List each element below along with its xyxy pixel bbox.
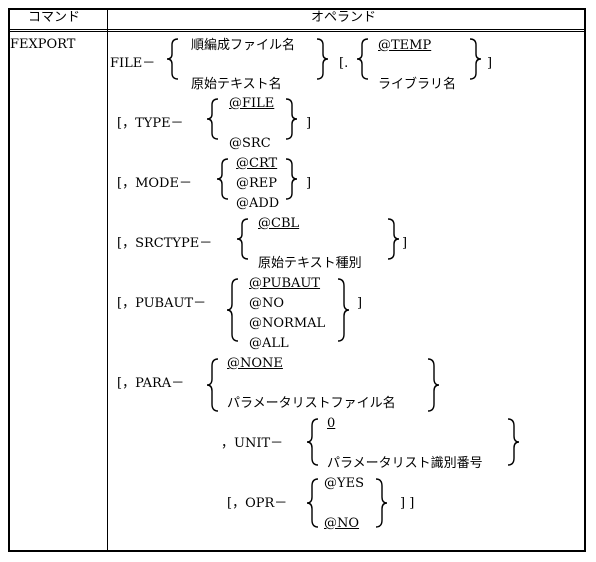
opr-label: [，OPR－ xyxy=(227,496,288,511)
unit-parameter-list-id: パラメータリスト識別番号 xyxy=(327,456,483,471)
mode-add: @ADD xyxy=(236,196,280,211)
command-name: FEXPORT xyxy=(10,37,76,52)
type-left-brace xyxy=(206,98,219,140)
type-src: @SRC xyxy=(229,136,271,151)
opr-yes: @YES xyxy=(324,476,364,491)
type-default: @FILE xyxy=(229,96,275,111)
opr-left-brace xyxy=(306,478,319,528)
file-option-source-text: 原始テキスト名 xyxy=(191,77,282,92)
para-parameter-list-file: パラメータリストファイル名 xyxy=(227,396,396,411)
syntax-table xyxy=(8,8,586,552)
opr-default-no: @NO xyxy=(324,516,360,531)
para-label: [，PARA－ xyxy=(117,376,185,391)
pubaut-default: @PUBAUT xyxy=(249,276,321,291)
mode-rep: @REP xyxy=(236,176,278,191)
para-right-brace xyxy=(427,358,440,412)
mode-left-brace xyxy=(216,158,229,200)
unit-left-brace xyxy=(306,418,319,466)
operand-column-header: オペランド xyxy=(311,10,377,25)
temp-open-bracket: [. xyxy=(339,56,349,71)
column-divider xyxy=(107,8,108,552)
pubaut-label: [，PUBAUT－ xyxy=(117,296,207,311)
srctype-left-brace xyxy=(236,218,249,260)
type-label: [，TYPE－ xyxy=(117,116,184,131)
header-divider-2 xyxy=(8,31,586,32)
unit-label: ，UNIT－ xyxy=(221,436,284,451)
header-divider xyxy=(8,29,586,30)
pubaut-all: @ALL xyxy=(249,336,289,351)
type-close-bracket: ] xyxy=(306,116,312,131)
pubaut-normal: @NORMAL xyxy=(249,316,326,331)
temp-right-brace xyxy=(469,38,482,80)
mode-right-brace xyxy=(285,158,298,200)
pubaut-close-bracket: ] xyxy=(357,296,363,311)
file-left-brace xyxy=(166,38,179,80)
file-close-bracket: ] xyxy=(487,56,493,71)
srctype-default: @CBL xyxy=(258,216,300,231)
type-right-brace xyxy=(285,98,298,140)
srctype-source-text-kind: 原始テキスト種別 xyxy=(258,256,362,271)
srctype-close-bracket: ] xyxy=(402,236,408,251)
file-label: FILE－ xyxy=(110,56,156,71)
srctype-right-brace xyxy=(387,218,400,260)
pubaut-no: @NO xyxy=(249,296,285,311)
mode-label: [，MODE－ xyxy=(117,176,192,191)
temp-left-brace xyxy=(356,38,369,80)
para-default: @NONE xyxy=(227,356,283,371)
mode-default: @CRT xyxy=(236,156,278,171)
pubaut-left-brace xyxy=(226,278,239,342)
para-left-brace xyxy=(206,358,219,412)
pubaut-right-brace xyxy=(337,278,350,342)
srctype-label: [，SRCTYPE－ xyxy=(117,236,213,251)
command-column-header: コマンド xyxy=(28,10,81,25)
opr-close-brackets: ] ] xyxy=(400,496,415,511)
temp-library-name: ライブラリ名 xyxy=(378,77,457,92)
temp-default: @TEMP xyxy=(378,38,432,53)
unit-default: 0 xyxy=(327,416,336,431)
opr-right-brace xyxy=(375,478,388,528)
unit-right-brace xyxy=(507,418,520,466)
file-option-sequential: 順編成ファイル名 xyxy=(191,38,296,53)
file-right-brace xyxy=(316,38,329,80)
mode-close-bracket: ] xyxy=(306,176,312,191)
